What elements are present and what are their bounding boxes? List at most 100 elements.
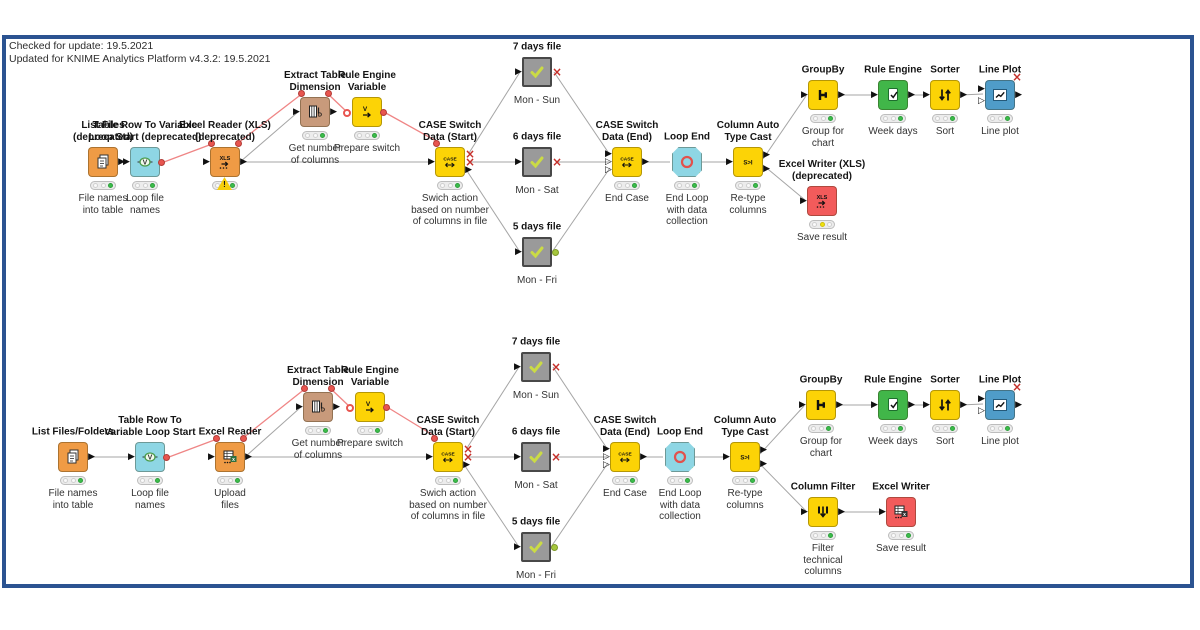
node-table-row-to-variable-loop-start[interactable]: V ▶: [128, 442, 170, 472]
active-branch-dot: [551, 544, 558, 551]
loop-end-icon: [673, 450, 687, 464]
metanode-6-days-file[interactable]: ▶ ×: [515, 147, 562, 177]
node-excel-reader-xls-deprecated[interactable]: XLS ▶ ▶: [203, 140, 247, 177]
node-case-switch-data-end[interactable]: CASE ▶ ▷ ▷ ▶: [605, 147, 649, 177]
node-excel-reader[interactable]: x ▶ ▶: [208, 435, 252, 472]
out-port: ▶: [463, 460, 470, 470]
node-title: Loop End: [663, 131, 711, 143]
rule-engine-icon: [888, 398, 898, 411]
metanode-7-days-file[interactable]: ▶ ×: [514, 352, 561, 382]
out-port: ▶: [908, 90, 915, 100]
metanode-7-days-file[interactable]: ▶ ×: [515, 57, 562, 87]
node-caption: Swich action based on number of columns …: [409, 488, 487, 522]
traffic-light: [302, 131, 328, 140]
out-port: ▶: [118, 157, 125, 167]
excel-writer-icon: x: [894, 505, 908, 519]
node-caption: Mon - Sun: [513, 95, 561, 106]
node-groupby[interactable]: ▶ ▶: [801, 80, 845, 110]
rule-engine-icon: [888, 88, 898, 101]
node-line-plot[interactable]: ▶ ▷ ▶ ×: [978, 71, 1022, 110]
node-title: List Files (deprecated): [72, 120, 134, 143]
node-rule-engine[interactable]: ▶ ▶: [871, 390, 915, 420]
node-rule-engine[interactable]: ▶ ▶: [871, 80, 915, 110]
in-port-inactive: ▷: [978, 96, 985, 106]
node-caption: Mon - Sat: [514, 480, 558, 491]
out-port: ▶: [1015, 90, 1022, 100]
metanode-5-days-file[interactable]: ▶: [514, 532, 558, 562]
node-list-files-deprecated[interactable]: ▶: [88, 147, 125, 177]
node-caption: File names into table: [78, 193, 128, 216]
node-excel-writer[interactable]: x ▶: [879, 497, 916, 527]
node-case-switch-data-end[interactable]: CASE ▶ ▷ ▷ ▶: [603, 442, 647, 472]
out-port: ▶: [763, 150, 770, 160]
node-title: Table Row To Variable Loop Start (deprec…: [88, 120, 202, 143]
in-port: ▶: [800, 196, 807, 206]
out-port: ▶: [763, 164, 770, 174]
traffic-light: [667, 476, 693, 485]
inactive-branch-x-marker: ×: [462, 442, 473, 456]
out-port: ▶: [88, 452, 95, 462]
node-extract-table-dimension[interactable]: D ▶ ▶: [296, 385, 340, 422]
files-icon: [97, 154, 109, 169]
node-title: 7 days file: [511, 336, 561, 348]
node-list-files-folders[interactable]: ▶: [58, 442, 95, 472]
node-case-switch-data-start[interactable]: CASE ▶ × × ▶: [426, 435, 473, 472]
out-port: ▶: [640, 452, 647, 462]
flow-variable-out-port: [163, 454, 170, 461]
node-line-plot[interactable]: ▶ ▷ ▶ ×: [978, 381, 1022, 420]
excel-reader-icon: x: [223, 450, 237, 464]
flow-variable-in-port: [213, 435, 220, 442]
node-title: Rule Engine Variable: [341, 365, 399, 388]
node-case-switch-data-start[interactable]: CASE ▶ × × ▶: [428, 140, 475, 177]
node-loop-end[interactable]: ▶ ▶ ↻: [665, 442, 695, 472]
node-sorter[interactable]: ▶ ▶: [923, 390, 967, 420]
sorter-icon: [939, 89, 951, 101]
node-excel-writer-xls-deprecated[interactable]: XLS ▶: [800, 186, 837, 216]
svg-text:XLS: XLS: [220, 156, 231, 162]
node-groupby[interactable]: ▶ ▶: [799, 390, 843, 420]
node-column-filter[interactable]: ▶ ▶: [801, 497, 845, 527]
node-sorter[interactable]: ▶ ▶: [923, 80, 967, 110]
flow-variable-out-port: [328, 385, 335, 392]
rule-engine-variable-icon: V: [366, 401, 374, 413]
node-caption: Week days: [868, 126, 918, 137]
flow-variable-out-port: [325, 90, 332, 97]
node-caption: Loop file names: [126, 193, 164, 216]
metanode-5-days-file[interactable]: ▶: [515, 237, 559, 267]
out-port: ▶: [960, 400, 967, 410]
metanode-6-days-file[interactable]: ▶ ×: [514, 442, 561, 472]
traffic-light: [987, 114, 1013, 123]
traffic-light: [932, 424, 958, 433]
node-title: CASE Switch Data (Start): [416, 415, 480, 438]
flow-variable-in-port: [301, 385, 308, 392]
out-port: ▶: [333, 402, 340, 412]
node-caption: Week days: [868, 436, 918, 447]
in-port: ▶: [801, 90, 808, 100]
traffic-light: [137, 476, 163, 485]
traffic-light: [880, 114, 906, 123]
svg-text:CASE: CASE: [441, 452, 455, 458]
node-title: Excel Reader: [198, 426, 262, 438]
case-switch-icon: CASE: [441, 452, 455, 463]
in-port: ▶: [514, 362, 521, 372]
xls-writer-icon: XLS: [817, 195, 828, 208]
node-loop-end[interactable]: ▶ ▶ ↻: [672, 147, 702, 177]
flow-variable-in-port: [431, 435, 438, 442]
node-table-row-to-variable-loop-start-deprecated[interactable]: V ▶: [123, 147, 165, 177]
node-column-auto-type-cast[interactable]: S>I ▶ ▶ ▶: [726, 147, 770, 177]
flow-variable-out-port: [158, 159, 165, 166]
files-icon: [67, 449, 79, 464]
in-port: ▶: [428, 157, 435, 167]
node-title: Excel Writer (XLS) (deprecated): [778, 159, 866, 182]
node-rule-engine-variable[interactable]: V: [346, 392, 390, 422]
in-port: ▶: [515, 67, 522, 77]
node-extract-table-dimension[interactable]: D ▶ ▶: [293, 90, 337, 127]
in-port: ▶: [871, 90, 878, 100]
node-caption: Group for chart: [799, 436, 843, 459]
table-dimension-icon: D: [312, 400, 325, 414]
inactive-branch-x-marker: ×: [551, 155, 562, 169]
traffic-light: [614, 181, 640, 190]
node-column-auto-type-cast[interactable]: S>I ▶ ▶ ▶: [723, 442, 767, 472]
out-port: ▶: [1015, 400, 1022, 410]
node-rule-engine-variable[interactable]: V: [343, 97, 387, 127]
